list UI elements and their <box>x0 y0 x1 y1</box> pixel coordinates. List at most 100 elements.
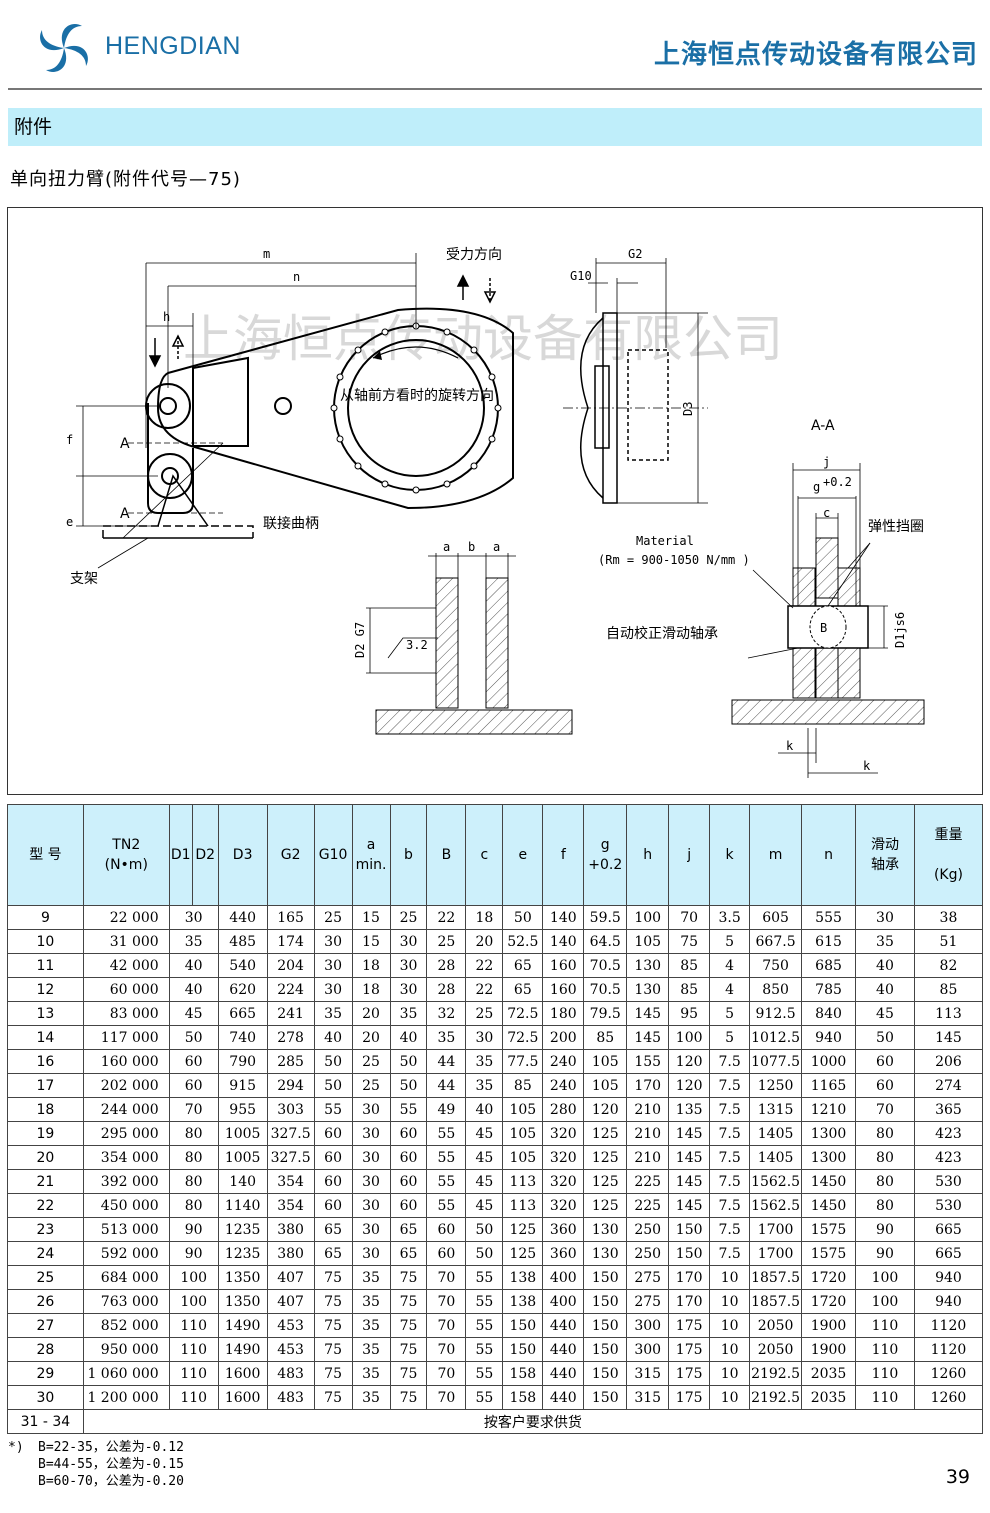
table-cell: 365 <box>913 1097 984 1122</box>
table-cell: 45 <box>465 1121 504 1146</box>
table-cell: 30 <box>351 1217 391 1242</box>
table-cell: 392 000 <box>82 1169 170 1194</box>
table-cell: 615 <box>801 929 856 954</box>
table-cell: 16 <box>7 1049 84 1074</box>
table-cell: 110 <box>168 1385 219 1410</box>
table-cell: 60 <box>168 1073 219 1098</box>
table-cell: 70 <box>426 1361 467 1386</box>
table-cell: 120 <box>583 1097 628 1122</box>
column-header: D2 <box>191 804 219 906</box>
table-cell: 125 <box>583 1121 628 1146</box>
table-cell: 175 <box>668 1337 711 1362</box>
column-header: 重量(Kg) <box>913 804 984 906</box>
table-cell: 55 <box>465 1313 504 1338</box>
table-cell: 241 <box>266 1001 315 1026</box>
table-cell: 250 <box>626 1241 670 1266</box>
table-cell: 60 <box>313 1145 353 1170</box>
table-cell: 315 <box>626 1361 670 1386</box>
side-force-arrows-icon <box>148 334 185 368</box>
table-cell: 75 <box>668 929 711 954</box>
table-cell: 440 <box>542 1337 585 1362</box>
table-cell: 140 <box>542 929 585 954</box>
table-cell: 915 <box>217 1073 268 1098</box>
table-cell: 1260 <box>913 1385 984 1410</box>
table-cell: 244 000 <box>82 1097 170 1122</box>
table-cell: 90 <box>168 1241 219 1266</box>
table-cell: 750 <box>749 953 803 978</box>
table-cell: 70.5 <box>583 977 628 1002</box>
table-cell: 55 <box>426 1121 467 1146</box>
table-cell: 22 <box>7 1193 84 1218</box>
table-cell: 70.5 <box>583 953 628 978</box>
table-cell: 1405 <box>749 1121 803 1146</box>
table-cell: 2192.5 <box>749 1361 803 1386</box>
table-cell: 407 <box>266 1289 315 1314</box>
table-cell: 1350 <box>217 1289 268 1314</box>
table-cell: 1900 <box>801 1337 856 1362</box>
table-cell: 320 <box>542 1193 585 1218</box>
table-cell: 80 <box>855 1121 915 1146</box>
table-cell: 90 <box>168 1217 219 1242</box>
table-cell: 75 <box>389 1385 428 1410</box>
table-cell: 423 <box>913 1121 984 1146</box>
table-cell: 440 <box>542 1361 585 1386</box>
table-cell: 30 <box>389 953 428 978</box>
table-cell: 10 <box>709 1385 751 1410</box>
table-cell: 1 200 000 <box>82 1385 170 1410</box>
table-cell: 30 <box>351 1193 391 1218</box>
table-cell: 110 <box>855 1313 915 1338</box>
table-cell: 85 <box>502 1073 544 1098</box>
table-cell: 225 <box>626 1193 670 1218</box>
table-cell: 110 <box>855 1337 915 1362</box>
dim-a-left: a <box>443 540 450 554</box>
table-cell: 485 <box>217 929 268 954</box>
bracket-leader <box>97 537 149 569</box>
table-cell: 113 <box>502 1169 544 1194</box>
dim-b: b <box>468 540 475 554</box>
hengdian-logo-icon <box>40 24 88 72</box>
table-cell: 25 <box>7 1265 84 1290</box>
table-cell: 100 <box>168 1289 219 1314</box>
table-cell: 25 <box>426 929 467 954</box>
table-cell: 60 <box>389 1121 428 1146</box>
table-cell: 3.5 <box>709 905 751 930</box>
table-cell: 18 <box>351 953 391 978</box>
dim-a-right: a <box>493 540 500 554</box>
dim-n: n <box>293 270 300 284</box>
table-cell: 1260 <box>913 1361 984 1386</box>
table-cell: 60 <box>313 1169 353 1194</box>
table-cell: 1857.5 <box>749 1289 803 1314</box>
table-cell: 30 <box>389 977 428 1002</box>
table-cell: 40 <box>168 953 219 978</box>
table-cell: 1300 <box>801 1145 856 1170</box>
table-cell: 1575 <box>801 1241 856 1266</box>
table-cell: 1720 <box>801 1265 856 1290</box>
table-cell: 35 <box>313 1001 353 1026</box>
table-cell: 407 <box>266 1265 315 1290</box>
table-cell: 204 <box>266 953 315 978</box>
table-cell: 380 <box>266 1241 315 1266</box>
table-cell: 785 <box>801 977 856 1002</box>
table-cell: 7.5 <box>709 1049 751 1074</box>
table-cell: 105 <box>583 1073 628 1098</box>
table-cell: 685 <box>801 953 856 978</box>
table-cell: 1405 <box>749 1145 803 1170</box>
table-cell: 49 <box>426 1097 467 1122</box>
table-cell: 555 <box>801 905 856 930</box>
table-cell: 35 <box>351 1361 391 1386</box>
bearing-label: 自动校正滑动轴承 <box>606 625 718 642</box>
table-cell: 4 <box>709 977 751 1002</box>
table-cell: 65 <box>389 1217 428 1242</box>
column-header: D1 <box>168 804 193 906</box>
table-cell: 145 <box>626 1001 670 1026</box>
table-cell: 117 000 <box>82 1025 170 1050</box>
table-cell: 1000 <box>801 1049 856 1074</box>
table-cell: 30 <box>168 905 219 930</box>
table-cell: 35 <box>351 1289 391 1314</box>
table-cell: 50 <box>389 1049 428 1074</box>
table-cell: 100 <box>626 905 670 930</box>
